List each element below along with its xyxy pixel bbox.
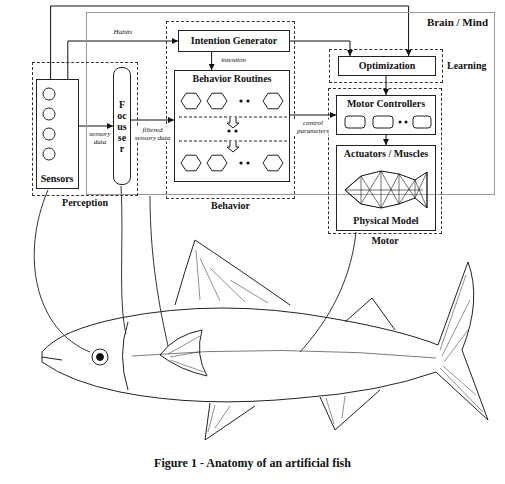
learning-region: LearningOptimization	[329, 49, 443, 83]
mesh-symbol-part	[361, 176, 381, 208]
connector-arrow	[386, 76, 387, 95]
figure-caption: Figure 1 - Anatomy of an artificial fish	[0, 456, 505, 471]
process-box: Optimization	[338, 56, 436, 76]
node-label: Actuators / Muscles	[337, 148, 435, 160]
hex-symbol-part	[181, 93, 201, 109]
fish-outline-part	[132, 350, 436, 358]
connector-arrow	[51, 6, 409, 79]
mesh-symbol-part	[345, 190, 423, 191]
fish-outline-part	[92, 349, 108, 365]
mesh-symbol-part	[399, 180, 415, 204]
fish-outline-part	[196, 250, 268, 303]
mesh-symbol-part	[399, 174, 400, 204]
connector-arrow	[68, 41, 178, 79]
fish-outline-part	[175, 240, 290, 305]
fish-outline-part	[42, 262, 488, 420]
edge-label: sensory data	[87, 131, 113, 146]
fish-outline-part	[97, 354, 104, 361]
edge-label: Habits	[113, 29, 134, 37]
hex-symbol-part	[207, 155, 227, 171]
leader-line-part	[121, 186, 126, 334]
mesh-symbol-part	[381, 171, 382, 208]
hex-symbol-part	[234, 129, 237, 132]
node-label: Physical Model	[337, 215, 435, 227]
node-label: Perception	[62, 197, 108, 209]
mc-symbol-part	[413, 116, 431, 128]
hex-symbol-part	[246, 99, 249, 102]
mesh-symbol-part	[399, 174, 415, 198]
leader-line-part	[300, 232, 356, 352]
mesh-symbol-part	[427, 172, 428, 208]
sensors-symbol-part	[43, 148, 55, 160]
connector-arrow	[386, 135, 387, 145]
edge-label: control parameters	[293, 120, 333, 135]
node-label: Optimization	[339, 60, 435, 72]
fish-outline-part	[320, 390, 380, 430]
mc-symbol-part	[405, 121, 408, 124]
hex-symbol-part	[207, 93, 227, 109]
brain-region: Brain / MindBehaviorIntention GeneratorB…	[86, 12, 495, 195]
mc-symbol-part	[373, 116, 393, 128]
node-label: Sensors	[37, 173, 78, 185]
hex-symbol	[175, 71, 291, 183]
hex-symbol-part	[246, 161, 249, 164]
connector-arrow	[290, 115, 336, 116]
mc-symbol-part	[345, 116, 365, 128]
mesh-symbol-part	[345, 190, 361, 204]
hex-symbol-part	[239, 161, 242, 164]
fish-outline-part	[345, 298, 395, 330]
leader-line	[34, 186, 356, 352]
mesh-symbol-part	[361, 171, 381, 204]
mesh-symbol-part	[415, 172, 427, 198]
connector-arrow	[79, 126, 113, 127]
mesh-symbol-part	[345, 171, 427, 208]
node-label: Behavior	[211, 200, 250, 212]
sensors-symbol-part	[43, 108, 55, 120]
edge-label: filtered sensory data	[133, 127, 173, 142]
sensors-symbol-part	[43, 128, 55, 140]
focusser-box: Focusser	[113, 67, 131, 185]
fish-outline-part	[42, 357, 62, 360]
leader-line-part	[34, 190, 90, 352]
hex-symbol-part	[239, 99, 242, 102]
fish-outline-part	[208, 396, 345, 432]
node-label: Focusser	[117, 99, 127, 154]
motor-region: MotorMotor ControllersActuators / Muscle…	[328, 88, 442, 234]
process-box: Intention Generator	[178, 30, 290, 52]
mesh-symbol-part	[415, 180, 416, 198]
sensor-box: Sensors	[36, 79, 79, 189]
mesh-symbol-part	[345, 176, 361, 190]
fish-outline-part	[440, 275, 483, 412]
edge-label: intention	[220, 57, 247, 65]
routines-box: Behavior Routines	[174, 70, 290, 182]
mc-symbol-part	[399, 121, 402, 124]
controller-box: Motor Controllers	[336, 95, 436, 135]
hex-symbol-part	[181, 155, 201, 171]
mesh-symbol-part	[381, 174, 399, 208]
node-label: Intention Generator	[179, 35, 289, 47]
mesh-symbol-part	[381, 171, 399, 204]
hex-symbol-part	[227, 117, 239, 152]
perception-region: PerceptionSensorsFocusser	[32, 62, 138, 196]
hex-symbol-part	[263, 155, 283, 171]
sensors-symbol-part	[43, 88, 55, 100]
node-label: Motor Controllers	[337, 98, 435, 110]
node-label: Brain / Mind	[427, 16, 488, 28]
fish-outline-part	[160, 330, 207, 376]
hex-symbol-part	[227, 129, 230, 132]
fish-outline	[42, 240, 488, 440]
leader-line-part	[150, 196, 168, 346]
fish-outline-part	[168, 336, 204, 372]
node-label: Learning	[447, 60, 486, 72]
hex-symbol-part	[263, 93, 283, 109]
fish-outline-part	[205, 403, 255, 440]
physical-model-box: Actuators / MusclesPhysical Model	[336, 145, 436, 231]
node-label: Behavior Routines	[175, 73, 289, 85]
connector-arrow	[211, 52, 212, 70]
behavior-region: BehaviorIntention GeneratorBehavior Rout…	[166, 21, 295, 199]
node-label: Motor	[371, 235, 398, 247]
